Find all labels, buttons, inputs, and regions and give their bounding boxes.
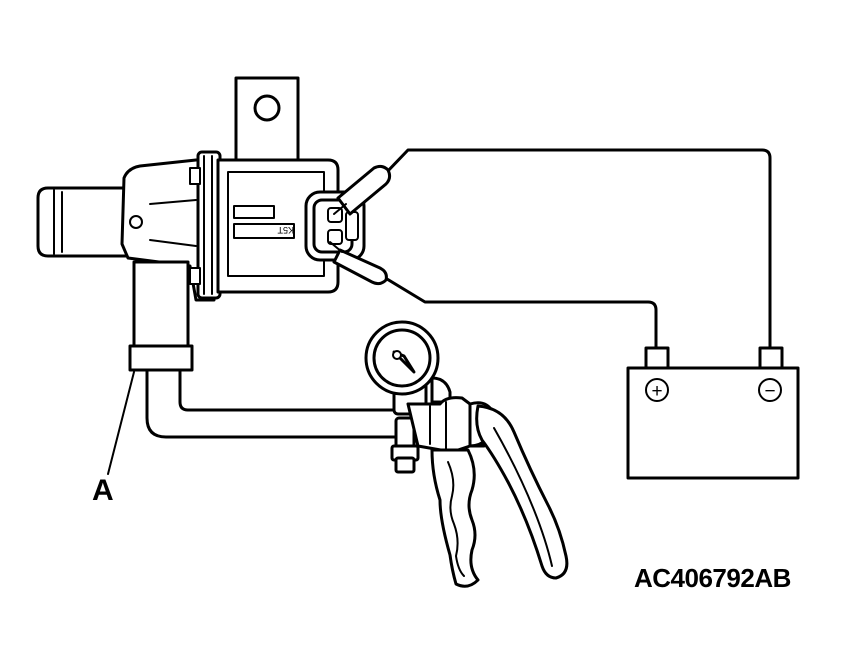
battery-positive-mark: + — [651, 381, 662, 402]
test-probe-lower — [329, 241, 388, 286]
positive-symbol-icon — [645, 378, 669, 402]
callout-label-a: A — [92, 474, 114, 507]
battery-case — [626, 366, 800, 480]
coil-housing: K5T — [216, 158, 340, 294]
inlet-nipple — [36, 186, 130, 258]
outlet-port — [128, 260, 194, 372]
callout-leader-line — [107, 371, 135, 475]
negative-symbol-icon — [758, 378, 782, 402]
battery-negative-mark: − — [764, 381, 775, 402]
vacuum-hose — [145, 366, 402, 439]
test-probe-upper — [333, 164, 392, 216]
solenoid-valve: K5T — [36, 150, 392, 372]
pump-lever — [475, 404, 569, 580]
solenoid-marking: K5T — [277, 225, 294, 235]
battery: + − — [626, 346, 800, 480]
bracket-bolt-hole — [253, 94, 281, 122]
battery-positive-wire — [370, 268, 658, 354]
vacuum-gauge — [364, 320, 452, 416]
vacuum-pump — [364, 320, 569, 588]
solenoid-connector — [304, 190, 366, 262]
pump-grip — [430, 448, 480, 588]
mounting-bracket — [234, 76, 300, 167]
valve-flange — [189, 150, 222, 300]
figure-id: AC406792AB — [634, 563, 791, 593]
battery-negative-wire — [360, 148, 772, 354]
